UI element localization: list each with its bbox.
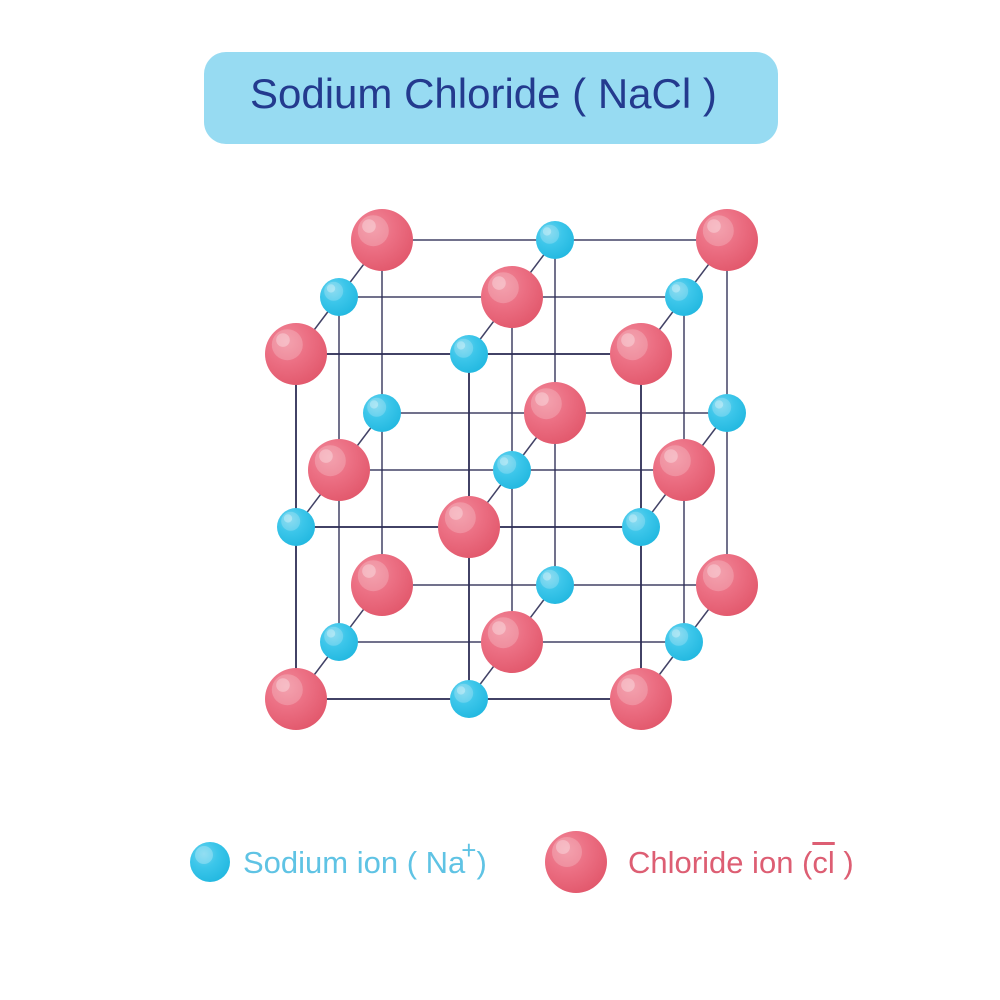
chloride-ion	[481, 266, 543, 328]
legend-sodium-label: Sodium ion ( Na+)	[243, 835, 487, 880]
diagram-title: Sodium Chloride ( NaCl )	[250, 70, 717, 117]
sodium-ion	[277, 508, 315, 546]
chloride-ion	[308, 439, 370, 501]
chloride-ion	[351, 554, 413, 616]
sodium-ion	[536, 566, 574, 604]
chloride-ion	[265, 668, 327, 730]
sodium-ion	[622, 508, 660, 546]
chloride-ion	[696, 554, 758, 616]
sodium-ion	[363, 394, 401, 432]
sodium-ion	[320, 623, 358, 661]
lattice-ions	[265, 209, 758, 730]
chloride-ion	[696, 209, 758, 271]
chloride-ion	[610, 323, 672, 385]
sodium-ion	[665, 623, 703, 661]
sodium-ion	[450, 335, 488, 373]
chloride-ion	[481, 611, 543, 673]
sodium-ion	[450, 680, 488, 718]
sodium-ion	[536, 221, 574, 259]
legend-chloride-icon	[545, 831, 607, 893]
sodium-ion	[665, 278, 703, 316]
chloride-ion	[438, 496, 500, 558]
chloride-ion	[351, 209, 413, 271]
chloride-ion	[653, 439, 715, 501]
legend-sodium-icon	[190, 842, 230, 882]
sodium-ion	[708, 394, 746, 432]
chloride-ion	[610, 668, 672, 730]
sodium-ion	[320, 278, 358, 316]
chloride-ion	[265, 323, 327, 385]
chloride-ion	[524, 382, 586, 444]
title-banner	[204, 52, 778, 144]
legend-chloride-label: Chloride ion (cl )	[628, 845, 854, 880]
sodium-ion	[493, 451, 531, 489]
